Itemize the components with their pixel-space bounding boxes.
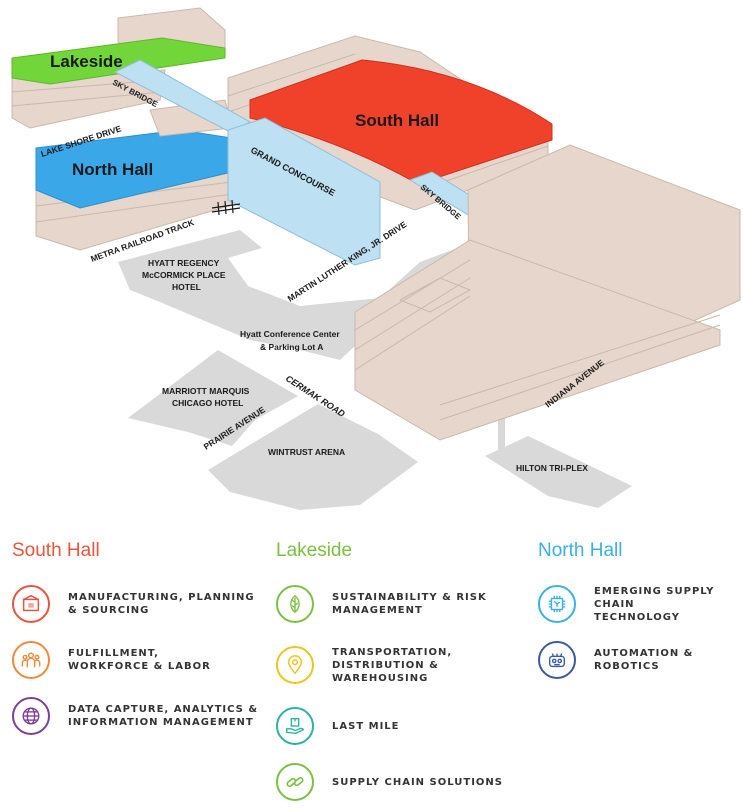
north-hall-label: North Hall [72,160,153,179]
legend-item-fulfillment: Fulfillment, Workforce & Labor [12,632,258,688]
legend-text-line: Sustainability & Risk [332,592,487,603]
hyatt-regency-line1: HYATT REGENCY [148,258,220,268]
boxes-icon [12,585,50,623]
legend-text-line: Data Capture, Analytics & [68,704,259,715]
legend-south-hall: South Hall Manufacturing, Planning & Sour… [12,540,258,744]
legend-north-hall: North Hall Emerging Supply ChainTechnolo… [538,540,743,688]
legend-item-manufacturing: Manufacturing, Planning & Sourcing [12,576,258,632]
lakeside-label: Lakeside [50,52,123,71]
legend-item-supply-chain-solutions: Supply Chain Solutions [276,754,503,810]
lakeside-building [11,7,226,129]
legend-item-emerging-technology: Emerging Supply ChainTechnology [538,576,743,632]
hilton-label: HILTON TRI-PLEX [516,463,588,473]
legend-text-line: Management [332,605,423,616]
legend-text-line: Supply Chain Solutions [332,776,503,788]
legend-title-south-hall: South Hall [12,540,100,561]
legend-text-line: Warehousing [332,672,429,684]
legend-text-line: Technology [594,611,680,623]
wintrust-label: WINTRUST ARENA [268,447,345,457]
legend-item-sustainability: Sustainability & RiskManagement [276,576,503,632]
legend-text-line: Manufacturing, Planning [68,592,255,603]
hyatt-regency-line2: McCORMICK PLACE [142,270,226,280]
east-building [354,144,741,441]
legend-text-line: Workforce & Labor [68,661,211,672]
package-hand-icon [276,707,314,745]
map-pin-icon [276,646,314,684]
hyatt-regency-line3: HOTEL [172,282,201,292]
legend-item-transportation: Transportation,Distribution &Warehousing [276,632,503,698]
south-hall-label: South Hall [355,111,439,130]
leaf-icon [276,585,314,623]
legend-title-north-hall: North Hall [538,540,623,561]
legend-text-line: Automation & Robotics [594,648,694,672]
chain-link-icon [276,763,314,801]
marriott-line2: CHICAGO HOTEL [172,398,243,408]
legend-item-data-capture: Data Capture, Analytics & Information Man… [12,688,258,744]
people-icon [12,641,50,679]
legend-item-last-mile: Last Mile [276,698,503,754]
railroad-track-icon [211,199,241,216]
legend-text-line: Information Management [68,717,254,728]
north-hall-building [35,99,233,251]
venue-map: Lakeside North Hall South Hall SKY BRIDG… [11,7,741,510]
legend-text-line: Transportation, [332,646,453,658]
circuit-chip-icon [538,585,576,623]
legend-text-line: Fulfillment, [68,648,159,659]
legend-item-automation-robotics: Automation & Robotics [538,632,743,688]
hyatt-conf-line2: & Parking Lot A [260,342,323,352]
legend-text-line: Distribution & [332,659,439,671]
legend-text-line: & Sourcing [68,605,150,616]
legend-text-line: Last Mile [332,720,400,732]
globe-icon [12,697,50,735]
robot-icon [538,641,576,679]
hyatt-conf-line1: Hyatt Conference Center [240,329,340,339]
legend-lakeside: Lakeside Sustainability & RiskManagement… [276,540,503,810]
legend-title-lakeside: Lakeside [276,540,353,561]
marriott-line1: MARRIOTT MARQUIS [162,386,250,396]
legend-text-line: Emerging Supply Chain [594,585,715,610]
